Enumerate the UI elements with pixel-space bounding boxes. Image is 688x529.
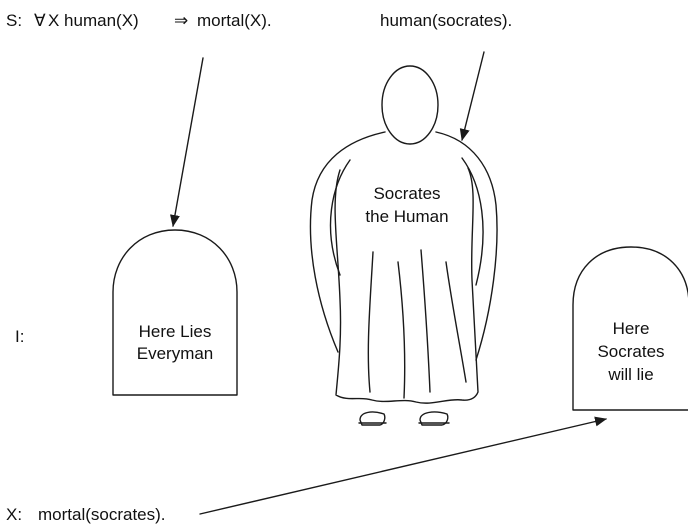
s-premise: X human(X) — [48, 11, 139, 30]
i-label: I: — [15, 327, 24, 346]
right-foot — [419, 411, 449, 426]
tomb-socrates-line2: Socrates — [597, 342, 664, 361]
tomb-everyman-line2: Everyman — [137, 344, 214, 363]
implies-symbol: ⇒ — [174, 11, 188, 30]
arrow-fact-to-socrates — [459, 51, 485, 141]
arrow-x-to-socrates-tomb — [199, 416, 607, 515]
socrates-figure: Socrates the Human — [309, 65, 498, 426]
tomb-everyman-line1: Here Lies — [139, 322, 212, 341]
tomb-socrates-line3: will lie — [607, 365, 653, 384]
forall-symbol: ∀ — [34, 11, 46, 30]
left-foot — [359, 411, 386, 426]
socrates-label-line1: Socrates — [373, 184, 440, 203]
x-label: X: — [6, 505, 22, 524]
arrow-rule-to-everyman — [170, 57, 204, 227]
socrates-head — [381, 65, 439, 145]
x-text: mortal(socrates). — [38, 505, 166, 524]
tomb-socrates-line1: Here — [613, 319, 650, 338]
tombstone-socrates: Here Socrates will lie — [572, 246, 688, 411]
s-label: S: — [6, 11, 22, 30]
s-conclusion: mortal(X). — [197, 11, 272, 30]
tombstone-everyman: Here Lies Everyman — [112, 229, 238, 396]
fact-human-socrates: human(socrates). — [380, 11, 512, 30]
socrates-label-line2: the Human — [365, 207, 448, 226]
